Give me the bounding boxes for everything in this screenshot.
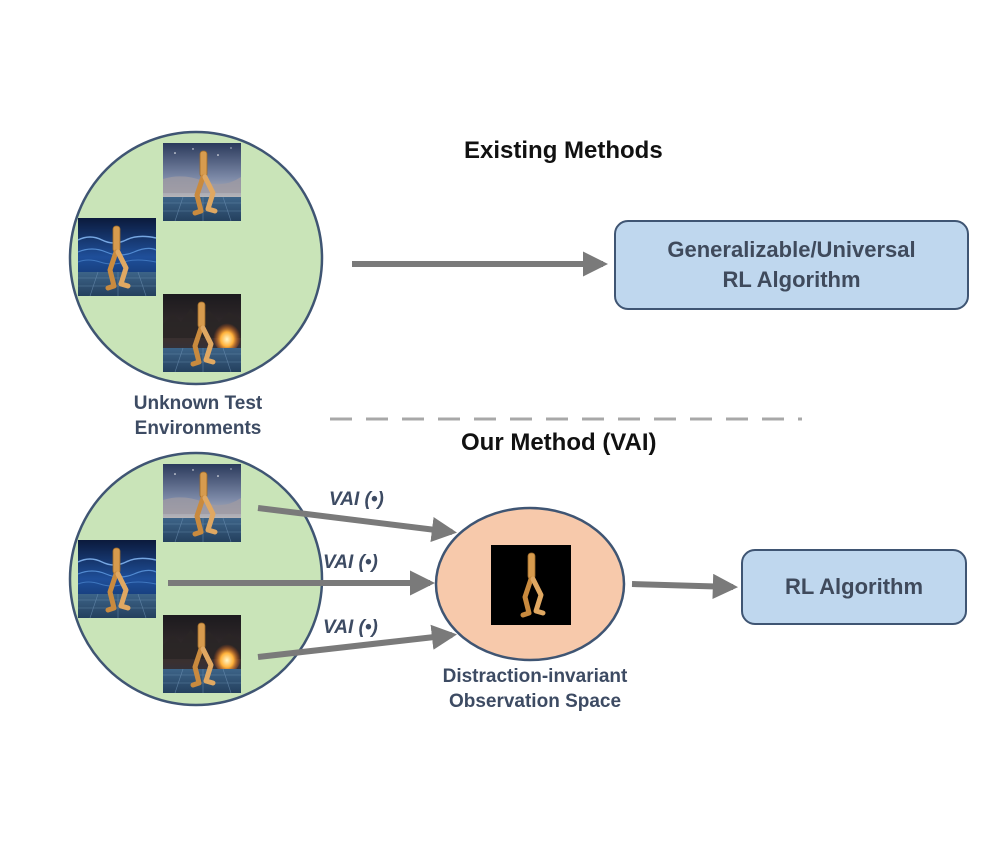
caption-line: Distraction-invariant [442,666,628,687]
invariant-observation-thumbnail [491,545,571,625]
vai-label-top: VAI (•) [329,489,384,510]
vai-arrow-top [257,505,458,543]
box-line: RL Algorithm [784,574,924,599]
rl-algorithm-box: RL Algorithm [741,549,967,625]
box-line: Generalizable/Universal [667,237,916,262]
environment-thumbnail-starry [163,143,241,221]
box-line: RL Algorithm [722,267,861,292]
caption-line: Environments [134,418,262,439]
vai-environments-circle [68,451,324,707]
unknown-environments-circle [68,130,324,386]
universal-rl-algorithm-box: Generalizable/Universal RL Algorithm [614,220,969,310]
existing-methods-heading: Existing Methods [464,137,663,164]
observation-space-caption: Distraction-invariant Observation Space [410,664,660,714]
caption-line: Observation Space [448,691,622,712]
environment-thumbnail-ocean [78,540,156,618]
vai-label-bottom: VAI (•) [323,617,378,638]
environment-thumbnail-starry [163,464,241,542]
unknown-environments-caption: Unknown Test Environments [98,391,298,441]
our-method-heading: Our Method (VAI) [461,429,657,456]
vai-arrow-bottom [257,624,458,660]
vai-label-middle: VAI (•) [323,552,378,573]
arrow-to-rl-algorithm [631,573,739,599]
environment-thumbnail-fire [163,615,241,693]
environment-thumbnail-ocean [78,218,156,296]
caption-line: Unknown Test [133,393,263,414]
environment-thumbnail-fire [163,294,241,372]
